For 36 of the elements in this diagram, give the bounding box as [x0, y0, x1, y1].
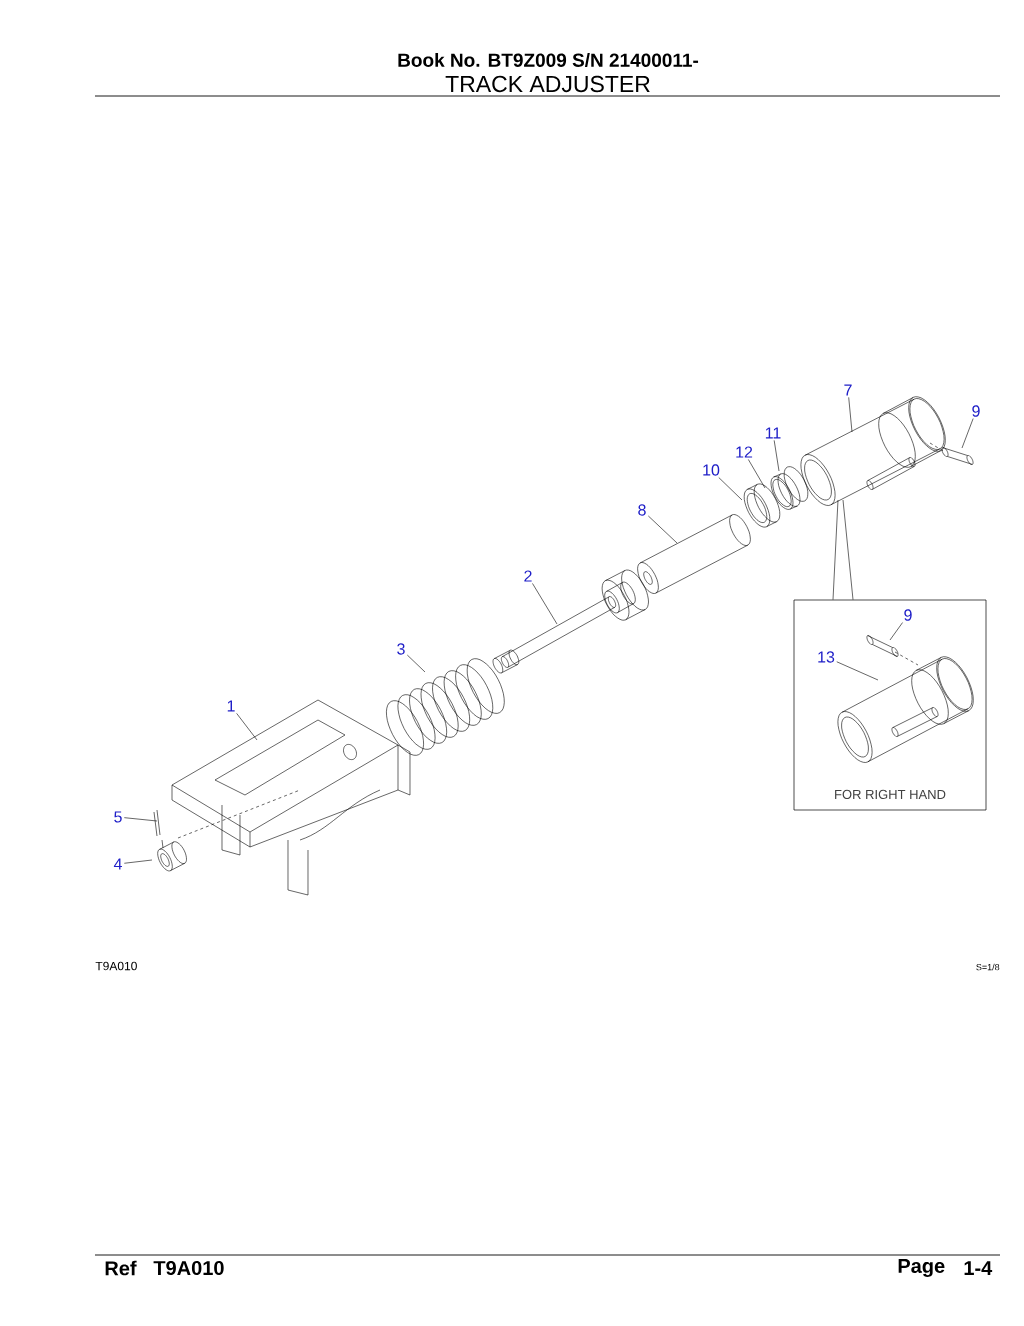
callout-number: 2	[524, 570, 532, 582]
callout-number: 4	[113, 858, 122, 870]
footer-text: Page	[898, 1259, 945, 1277]
leader-line	[832, 499, 839, 600]
leader-line	[836, 661, 879, 681]
leader-line	[648, 515, 678, 544]
leader-line	[748, 459, 766, 489]
leader-line	[407, 654, 426, 673]
title: TRACK ADJUSTER	[445, 75, 650, 93]
leader-line	[773, 440, 780, 472]
leader-line	[236, 713, 258, 741]
scale-note: S=1/8	[976, 963, 1000, 971]
leader-line	[842, 499, 854, 600]
callout-number: 10	[703, 464, 720, 476]
footer-text: Ref	[105, 1260, 137, 1276]
leader-line	[718, 477, 743, 501]
leader-line	[961, 418, 974, 449]
callout-number: 7	[844, 384, 852, 396]
callout-number: 13	[818, 651, 835, 663]
figure-code: T9A010	[95, 961, 137, 971]
callout-number: 1	[227, 700, 235, 712]
leader-line	[848, 397, 853, 433]
callout-number: 8	[638, 504, 646, 516]
leader-line	[124, 817, 158, 822]
callout-number: 3	[397, 643, 405, 655]
callout-number: 11	[765, 427, 781, 439]
header-text: Book No. BT9Z009 S/N 21400011-	[398, 52, 699, 68]
callout-number: 9	[972, 405, 980, 417]
callout-number: 9	[904, 609, 912, 621]
leader-line	[124, 859, 153, 864]
leader-line	[889, 622, 903, 641]
leader-line	[532, 583, 558, 625]
callout-number: 5	[114, 811, 122, 823]
figure-code: T9A010	[153, 1260, 224, 1276]
page-number: 1-4	[964, 1261, 993, 1275]
callout-number: 12	[736, 446, 753, 458]
